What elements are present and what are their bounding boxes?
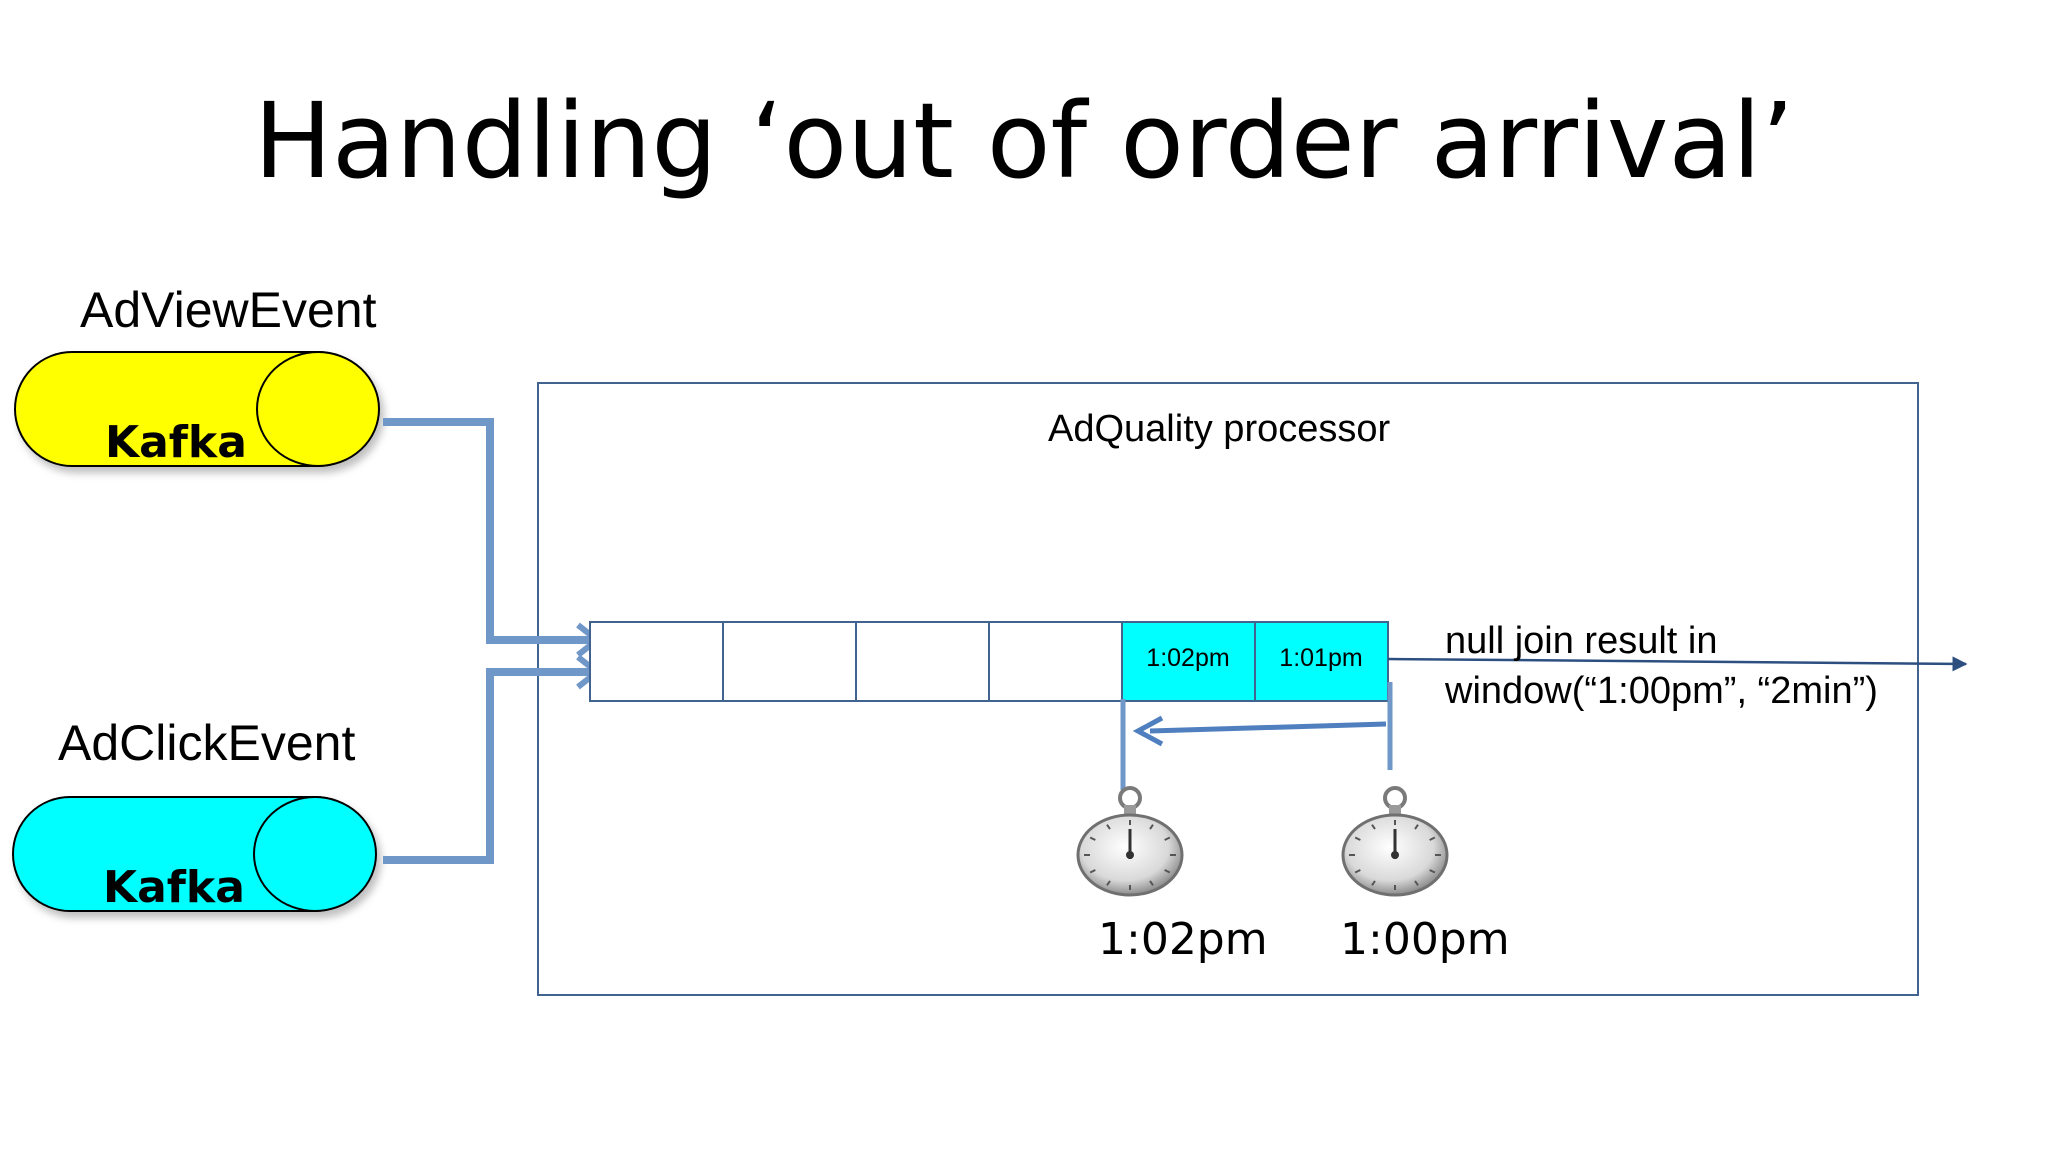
window-cell-3 [855,621,990,702]
processor-label: AdQuality processor [1048,408,1391,450]
kafka-cylinder-adclick [12,796,377,912]
source-label-adview: AdViewEvent [80,282,377,338]
page-title: Handling ‘out of order arrival’ [253,80,1795,202]
window-cell-4 [988,621,1123,702]
cylinder-cap [253,796,377,912]
window-cell-2 [722,621,857,702]
window-buffer [589,621,1389,702]
window-cell-1 [589,621,724,702]
stopwatch-icon [1341,786,1449,897]
connector-adview [383,418,592,644]
timer-label-2: 1:00pm [1340,914,1510,965]
kafka-label-adclick: Kafka [103,862,245,913]
time-advance-arrow [1149,721,1387,734]
time-advance-arrowhead [1132,715,1164,747]
cell-label-6: 1:01pm [1279,644,1363,672]
kafka-cylinder-adview [14,351,380,467]
window-cell-5 [1121,621,1256,702]
window-cell-6 [1254,621,1389,702]
cylinder-cap [256,351,380,467]
connector-adclick [383,668,592,864]
stopwatches [1076,786,1449,897]
kafka-label-adview: Kafka [105,417,247,468]
source-label-adclick: AdClickEvent [58,715,356,771]
stopwatch-icon [1076,786,1184,897]
result-label-line2: window(“1:00pm”, “2min”) [1445,670,1878,712]
result-label-line1: null join result in [1445,620,1718,662]
result-arrow [1387,656,1968,672]
cell-label-5: 1:02pm [1146,644,1230,672]
timer-label-1: 1:02pm [1098,914,1268,965]
